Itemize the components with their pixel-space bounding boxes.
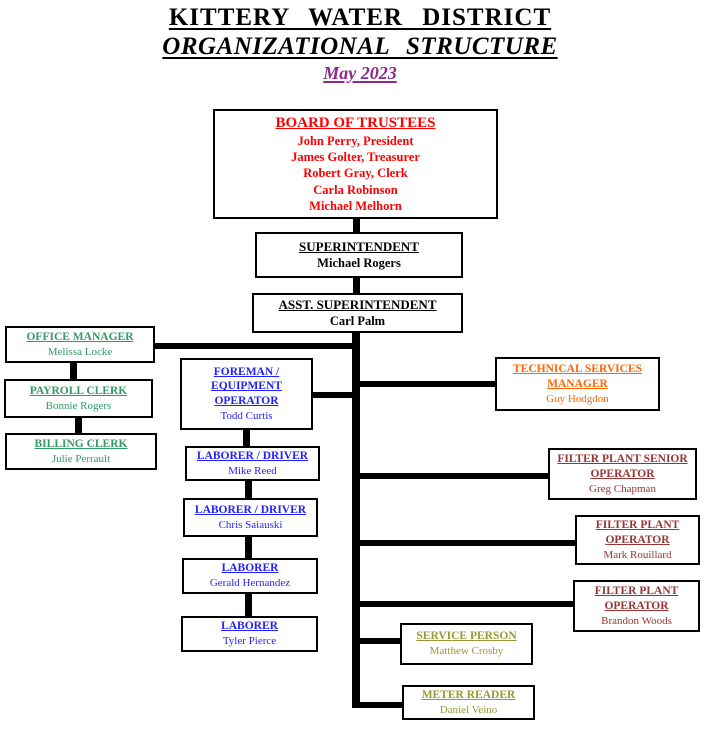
filter-plant-operator-1-name: Mark Rouillard <box>603 548 672 561</box>
connector-main-trunk <box>352 333 360 708</box>
laborer-driver-1-name: Mike Reed <box>228 464 277 477</box>
asst-superintendent-name: Carl Palm <box>329 314 386 329</box>
meter-reader-name: Daniel Veino <box>439 703 498 716</box>
asst-superintendent-box: ASST. SUPERINTENDENT Carl Palm <box>252 293 463 333</box>
superintendent-box: SUPERINTENDENT Michael Rogers <box>255 232 463 278</box>
payroll-clerk-title: PAYROLL CLERK <box>29 384 128 397</box>
connector-laborer-1-laborer-2 <box>245 594 252 616</box>
technical-services-manager-name: Guy Hodgdon <box>546 392 609 405</box>
board-of-trustees-title: BOARD OF TRUSTEES <box>275 114 436 131</box>
payroll-clerk-box: PAYROLL CLERK Bonnie Rogers <box>4 379 153 418</box>
connector-foreman <box>313 392 360 398</box>
laborer-driver-2-title: LABORER / DRIVER <box>194 503 307 516</box>
service-person-name: Matthew Crosby <box>429 645 504 658</box>
laborer-driver-1-title: LABORER / DRIVER <box>196 450 309 462</box>
laborer-driver-2-name: Chris Saiauski <box>218 518 283 531</box>
laborer-1-name: Gerald Hernandez <box>209 577 291 590</box>
meter-reader-title: METER READER <box>421 689 516 701</box>
date-label: May 2023 <box>323 63 397 83</box>
connector-filter-plant-operator-2 <box>352 601 573 607</box>
page-title: KITTERY WATER DISTRICT <box>168 4 552 31</box>
billing-clerk-title: BILLING CLERK <box>34 437 128 450</box>
office-manager-title: OFFICE MANAGER <box>26 330 134 343</box>
connector-board-superintendent <box>353 219 360 233</box>
connector-payroll-billing <box>75 418 82 433</box>
laborer-1-title: LABORER <box>221 562 279 575</box>
service-person-box: SERVICE PERSON Matthew Crosby <box>400 623 533 665</box>
connector-service-person <box>352 638 400 644</box>
superintendent-title: SUPERINTENDENT <box>299 238 419 254</box>
connector-laborer-driver-1-2 <box>245 481 252 498</box>
laborer-2-box: LABORER Tyler Pierce <box>181 616 318 652</box>
connector-foreman-laborer-driver-1 <box>243 430 250 446</box>
connector-laborer-driver-2-laborer-1 <box>245 537 252 558</box>
filter-plant-operator-2-name: Brandon Woods <box>601 614 672 627</box>
connector-office-manager <box>155 343 360 349</box>
connector-meter-reader <box>352 702 402 708</box>
billing-clerk-name: Julie Perrault <box>51 452 111 465</box>
laborer-driver-1-box: LABORER / DRIVER Mike Reed <box>185 446 320 481</box>
page-subtitle: ORGANIZATIONAL STRUCTURE <box>162 33 558 60</box>
connector-office-payroll <box>70 363 77 379</box>
connector-filter-plant-senior <box>352 473 548 479</box>
superintendent-name: Michael Rogers <box>317 256 401 271</box>
connector-superintendent-asst <box>353 278 360 294</box>
laborer-driver-2-box: LABORER / DRIVER Chris Saiauski <box>183 498 318 537</box>
foreman-equipment-operator-name: Todd Curtis <box>220 409 273 422</box>
payroll-clerk-name: Bonnie Rogers <box>45 399 112 412</box>
meter-reader-box: METER READER Daniel Veino <box>402 685 535 720</box>
filter-plant-senior-operator-name: Greg Chapman <box>589 482 656 495</box>
laborer-2-name: Tyler Pierce <box>222 635 277 648</box>
laborer-1-box: LABORER Gerald Hernandez <box>182 558 318 594</box>
connector-technical-services <box>352 381 495 387</box>
office-manager-name: Melissa Locke <box>47 345 113 358</box>
billing-clerk-box: BILLING CLERK Julie Perrault <box>5 433 157 470</box>
laborer-2-title: LABORER <box>221 620 278 633</box>
asst-superintendent-title: ASST. SUPERINTENDENT <box>278 296 437 312</box>
connector-filter-plant-operator-1 <box>352 540 575 546</box>
service-person-title: SERVICE PERSON <box>416 630 517 643</box>
office-manager-box: OFFICE MANAGER Melissa Locke <box>5 326 155 363</box>
